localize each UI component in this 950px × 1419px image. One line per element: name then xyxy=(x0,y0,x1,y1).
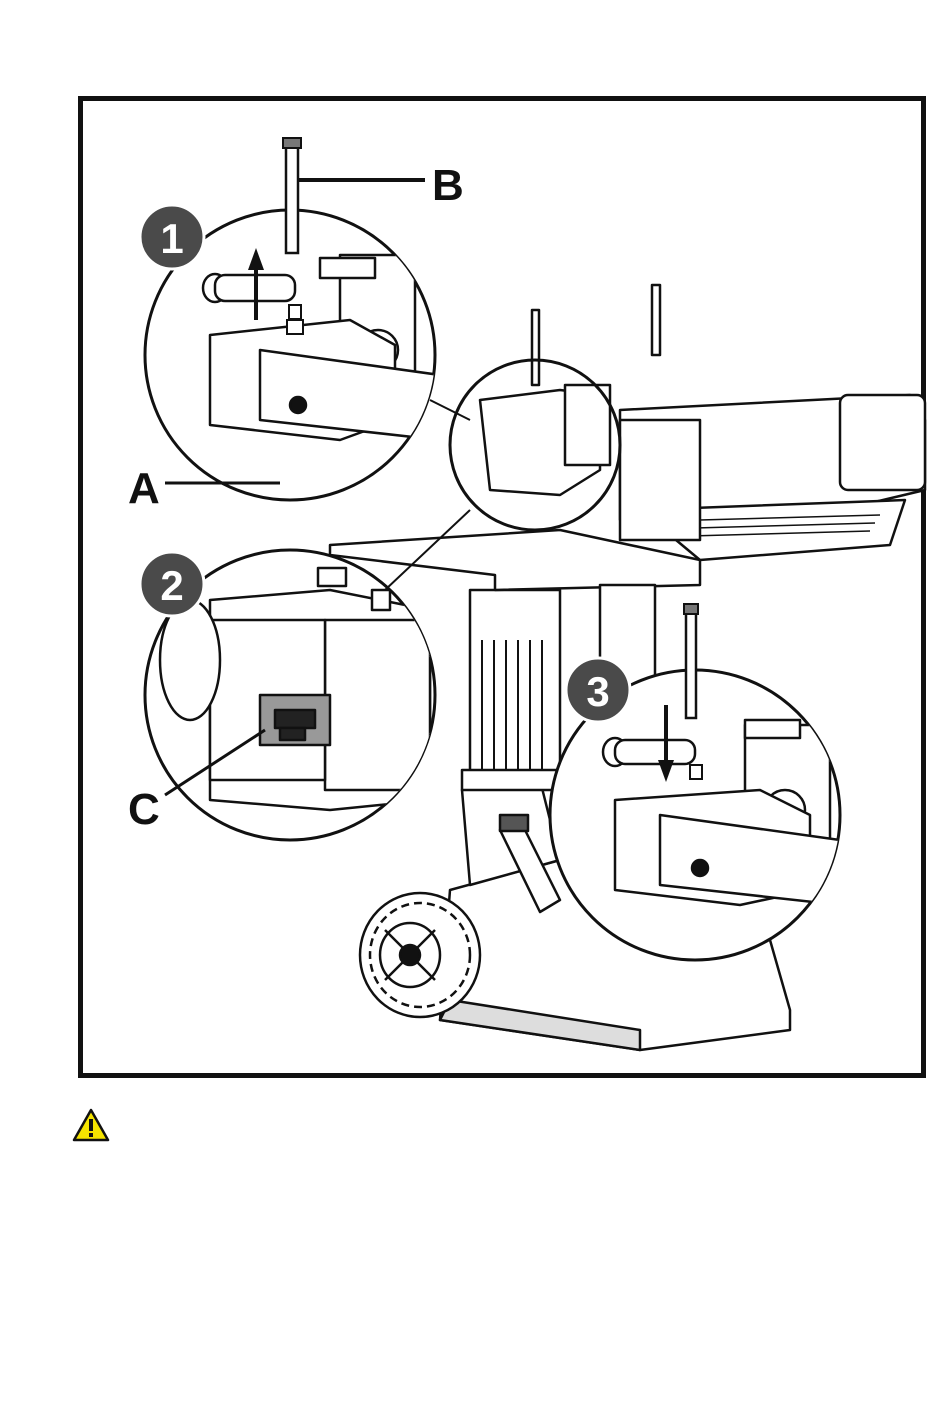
callout-label-a: A xyxy=(128,464,160,513)
wheel xyxy=(360,893,480,1017)
step-badge-3: 3 xyxy=(566,658,630,722)
magnifier-step-1 xyxy=(145,138,440,500)
pin-b xyxy=(286,143,298,253)
warning-triangle-icon xyxy=(72,1108,110,1142)
callout-label-b: B xyxy=(432,161,464,210)
svg-text:2: 2 xyxy=(160,562,183,609)
callout-label-c: C xyxy=(128,785,160,834)
step-badge-2: 2 xyxy=(140,552,204,616)
connector-line xyxy=(430,400,470,420)
step-badge-1: 1 xyxy=(140,205,204,269)
pin-b-installed xyxy=(686,608,696,718)
svg-text:3: 3 xyxy=(586,668,609,715)
svg-text:1: 1 xyxy=(160,215,183,262)
